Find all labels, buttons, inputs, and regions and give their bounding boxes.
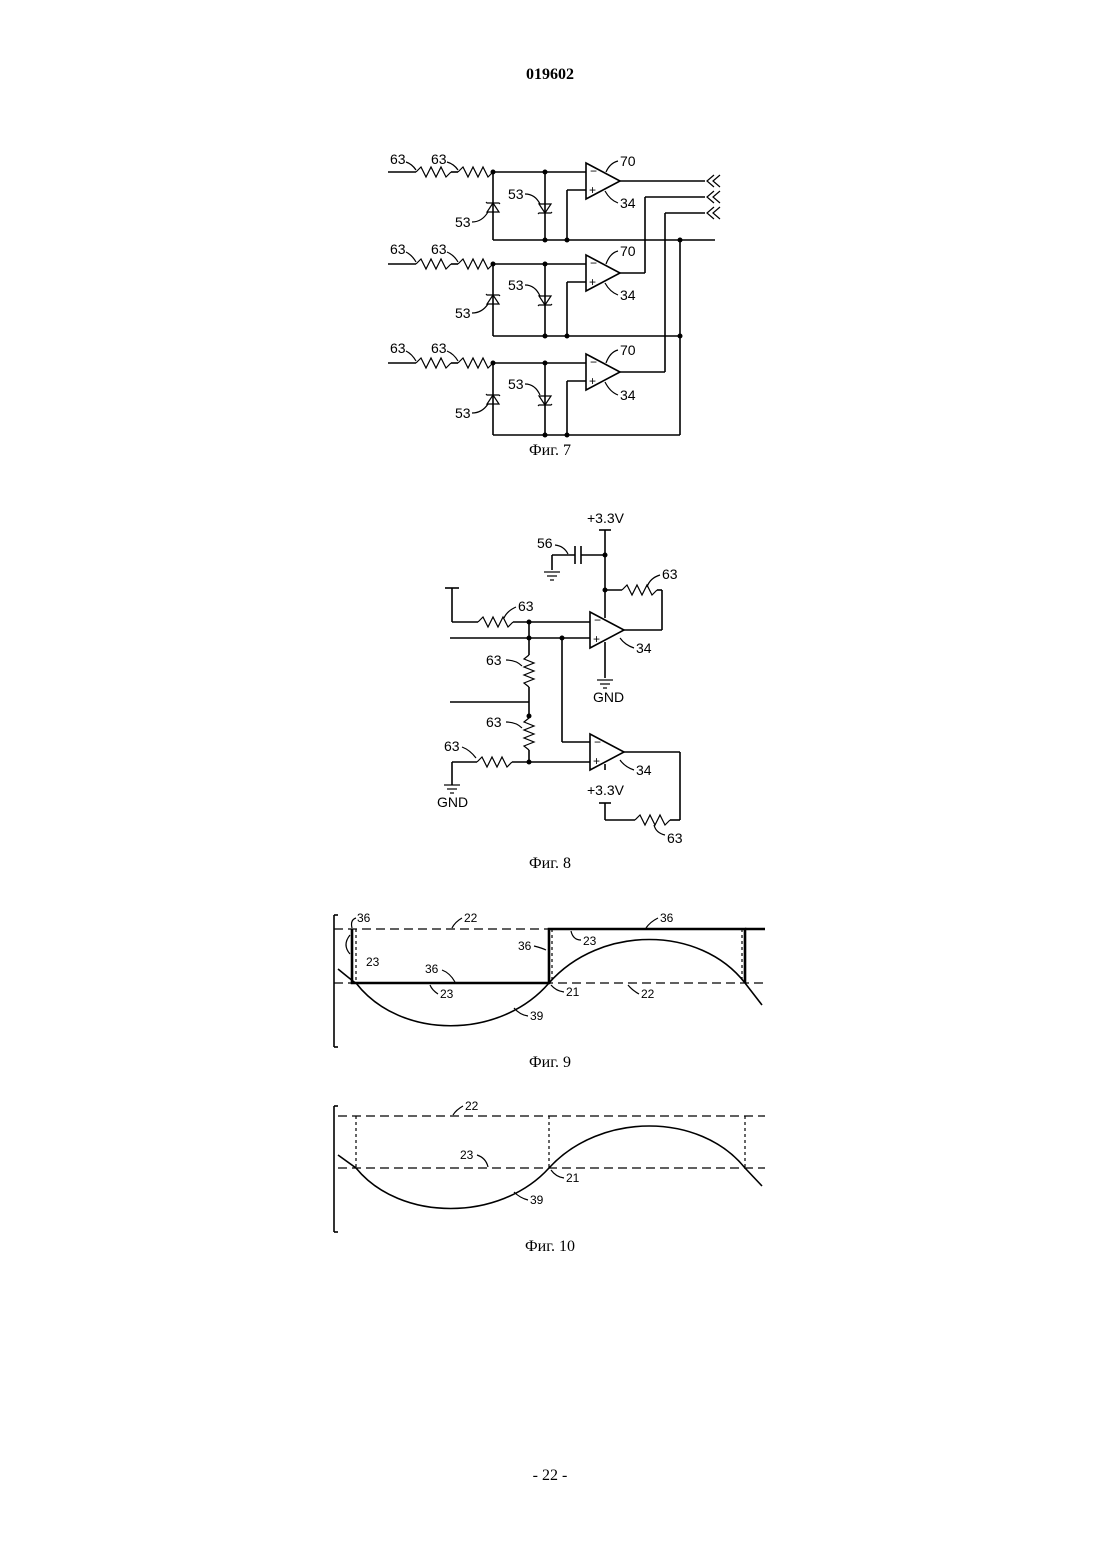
figure-7-schematic: 63 63 53 53 70 34 63 63 53 53 70 34 63 6… (388, 151, 720, 438)
fig7-label-34: 34 (620, 195, 636, 211)
fig7-label-53: 53 (508, 376, 524, 392)
fig7-label-53: 53 (455, 214, 471, 230)
fig7-label-53: 53 (508, 186, 524, 202)
fig8-label-56: 56 (537, 535, 553, 551)
fig8-label-63: 63 (662, 566, 678, 582)
fig9-label-36: 36 (425, 962, 439, 976)
fig7-label-70: 70 (620, 153, 636, 169)
fig8-label-34: 34 (636, 762, 652, 778)
figure-8-schematic: +3.3V 56 63 GND 34 63 (437, 510, 683, 846)
fig9-label-23: 23 (440, 987, 454, 1001)
fig10-label-39: 39 (530, 1193, 544, 1207)
fig9-label-36: 36 (660, 911, 674, 925)
fig8-label-gnd: GND (437, 794, 468, 810)
fig7-label-34: 34 (620, 287, 636, 303)
fig8-label-supply: +3.3V (587, 782, 625, 798)
fig7-label-70: 70 (620, 342, 636, 358)
fig8-label-63: 63 (667, 830, 683, 846)
figure-9-caption: Фиг. 9 (0, 1054, 1100, 1072)
fig10-label-22: 22 (465, 1099, 479, 1113)
fig8-label-34: 34 (636, 640, 652, 656)
fig7-label-63: 63 (390, 241, 406, 257)
fig7-label-53: 53 (455, 305, 471, 321)
figure-9-waveform: 36 23 22 36 23 36 23 36 21 22 39 (334, 911, 765, 1047)
fig8-label-63: 63 (518, 598, 534, 614)
fig7-channel-2 (388, 197, 705, 339)
fig10-sine-39 (338, 1126, 762, 1209)
fig7-channel-1 (388, 163, 715, 243)
page-number: - 22 - (0, 1467, 1100, 1485)
fig7-label-53: 53 (508, 277, 524, 293)
fig7-label-63: 63 (431, 151, 447, 167)
figure-10-caption: Фиг. 10 (0, 1238, 1100, 1256)
fig9-label-36: 36 (518, 939, 532, 953)
fig10-label-23: 23 (460, 1148, 474, 1162)
fig7-label-63: 63 (431, 340, 447, 356)
fig9-label-21: 21 (566, 985, 580, 999)
figure-7-caption: Фиг. 7 (0, 442, 1100, 460)
fig9-label-39: 39 (530, 1009, 544, 1023)
fig7-label-70: 70 (620, 243, 636, 259)
figure-10-waveform: 22 23 21 39 (334, 1099, 765, 1232)
fig8-label-63: 63 (486, 652, 502, 668)
fig7-label-63: 63 (390, 151, 406, 167)
fig10-label-21: 21 (566, 1171, 580, 1185)
fig9-label-23: 23 (366, 955, 380, 969)
fig8-label-supply: +3.3V (587, 510, 625, 526)
fig8-label-63: 63 (486, 714, 502, 730)
fig8-label-gnd: GND (593, 689, 624, 705)
fig9-label-22: 22 (641, 987, 655, 1001)
figure-8-caption: Фиг. 8 (0, 855, 1100, 873)
fig9-label-36: 36 (357, 911, 371, 925)
fig7-label-53: 53 (455, 405, 471, 421)
fig8-label-63: 63 (444, 738, 460, 754)
fig7-label-34: 34 (620, 387, 636, 403)
fig9-label-23: 23 (583, 934, 597, 948)
fig9-label-22: 22 (464, 911, 478, 925)
fig7-label-63: 63 (431, 241, 447, 257)
fig7-label-63: 63 (390, 340, 406, 356)
